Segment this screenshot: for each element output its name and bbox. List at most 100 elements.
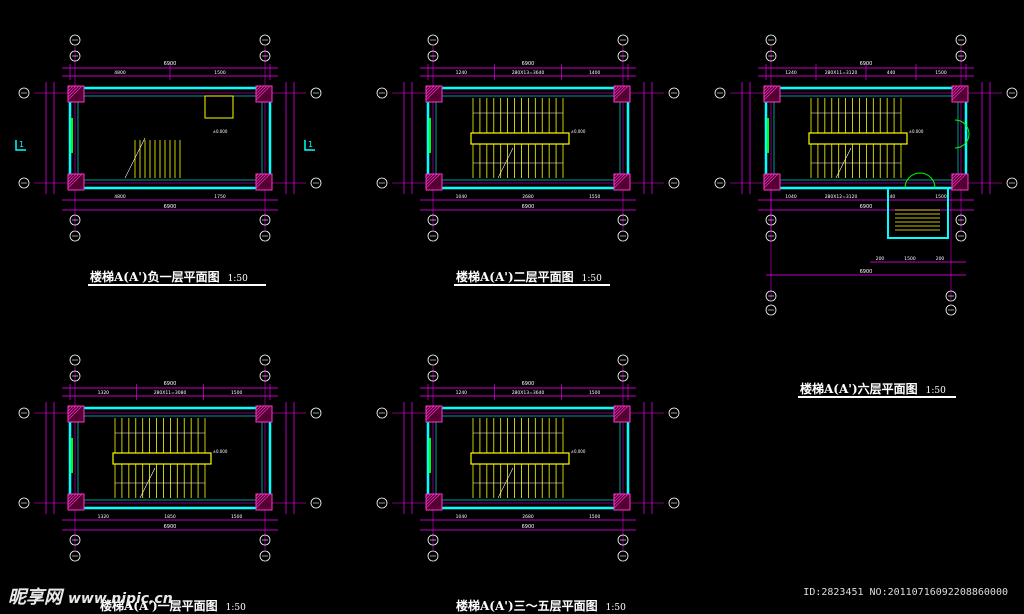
- section-marker: [304, 140, 315, 151]
- grid-bubble: [955, 50, 967, 62]
- column-hatch: [763, 85, 779, 101]
- upper-landing: [204, 95, 234, 119]
- column-hatch: [951, 173, 964, 186]
- dim-text-total: 6900: [522, 381, 535, 387]
- column-hatch: [951, 173, 967, 189]
- column-hatch: [425, 173, 435, 183]
- column-hatch: [613, 405, 626, 418]
- column-hatch: [613, 85, 626, 98]
- grid-bubble: [617, 214, 629, 226]
- column-hatch: [951, 173, 955, 177]
- break-line: [497, 147, 514, 179]
- grid-bubble: [945, 304, 957, 316]
- column-hatch: [67, 405, 71, 409]
- elevation-mark: ±0.000: [213, 449, 228, 454]
- grid-bubble: [427, 214, 439, 226]
- column-hatch: [425, 405, 435, 415]
- grid-bubble: [259, 34, 271, 46]
- dim-text-bottom: 1500: [935, 194, 947, 200]
- grid-bubble: [427, 534, 439, 546]
- column-hatch: [67, 493, 71, 497]
- grid-bubble: [69, 550, 81, 562]
- grid-bubble: [69, 370, 81, 382]
- dim-text-bottom: 1750: [214, 194, 226, 200]
- grid-bubble: [945, 290, 957, 302]
- grid-bubble: [18, 407, 30, 419]
- grid-bubble: [955, 230, 967, 242]
- column-hatch: [425, 173, 429, 177]
- column-hatch: [67, 173, 80, 186]
- grid-bubble: [427, 370, 439, 382]
- column-hatch: [613, 173, 620, 180]
- column-hatch: [425, 173, 438, 186]
- grid-bubble: [259, 354, 271, 366]
- grid-bubble: [765, 34, 777, 46]
- column-hatch: [67, 405, 74, 412]
- grid-bubble: [69, 534, 81, 546]
- column-hatch: [255, 405, 259, 409]
- column-hatch: [425, 85, 429, 89]
- grid-bubble: [668, 177, 680, 189]
- break-line: [124, 137, 146, 179]
- elevation-mark: ±0.000: [571, 129, 586, 134]
- column-hatch: [67, 405, 77, 415]
- column-hatch: [763, 85, 776, 98]
- grid-bubble: [69, 214, 81, 226]
- column-hatch: [613, 405, 629, 421]
- column-hatch: [425, 493, 432, 500]
- dim-text-bottom: 1500: [589, 514, 601, 520]
- column-hatch: [67, 493, 80, 506]
- column-hatch: [255, 85, 262, 92]
- column-hatch: [613, 173, 617, 177]
- dim-text-top: 1240: [456, 390, 468, 396]
- break-line: [139, 467, 156, 499]
- grid-bubble: [427, 550, 439, 562]
- column-hatch: [255, 405, 268, 418]
- column-hatch: [613, 405, 623, 415]
- dim-text-bottom: 2680: [522, 194, 534, 200]
- dim-text-top: 1320: [98, 390, 110, 396]
- grid-bubble: [427, 354, 439, 366]
- column-hatch: [425, 493, 441, 509]
- column-hatch: [951, 173, 961, 183]
- dim-text-top: 1500: [214, 70, 226, 76]
- column-hatch: [613, 493, 626, 506]
- image-id: ID:2823451 NO:20110716092208860000: [803, 587, 1008, 598]
- dim-text-bottom: 4800: [114, 194, 126, 200]
- break-line: [497, 467, 514, 499]
- column-hatch: [613, 85, 629, 101]
- column-hatch: [425, 405, 432, 412]
- wall-outline: [764, 86, 968, 190]
- column-hatch: [425, 405, 441, 421]
- dim-text-bottom: 1500: [231, 514, 243, 520]
- grid-bubble: [617, 230, 629, 242]
- column-hatch: [951, 173, 958, 180]
- dim-text-total-bottom: 6900: [164, 524, 177, 530]
- dim-text-top: 280X11=3080: [154, 390, 187, 396]
- column-hatch: [67, 405, 83, 421]
- column-hatch: [613, 85, 617, 89]
- grid-bubble: [714, 87, 726, 99]
- column-hatch: [425, 493, 435, 503]
- column-hatch: [951, 85, 967, 101]
- dim-text-extension: 200: [936, 256, 945, 262]
- column-hatch: [255, 405, 271, 421]
- grid-bubble: [69, 50, 81, 62]
- elevation-mark: ±0.000: [571, 449, 586, 454]
- break-line: [835, 147, 852, 179]
- column-hatch: [763, 173, 770, 180]
- dim-text-extension-total: 6900: [860, 269, 873, 275]
- dim-text-total-bottom: 6900: [522, 204, 535, 210]
- grid-bubble: [259, 214, 271, 226]
- wall-inner: [77, 415, 263, 501]
- grid-bubble: [259, 230, 271, 242]
- grid-bubble: [376, 407, 388, 419]
- column-hatch: [67, 493, 77, 503]
